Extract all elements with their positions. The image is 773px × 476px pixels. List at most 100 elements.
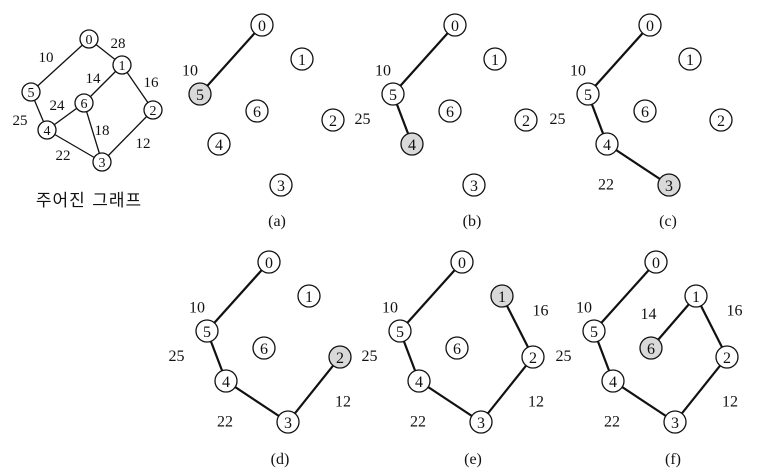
tree-edge-3-2 (480, 356, 534, 423)
node-2 (521, 345, 545, 369)
given-node-label-2: 2 (150, 104, 157, 119)
node-label-5: 5 (590, 324, 598, 341)
node-1 (684, 284, 708, 308)
edge-weight-4-3: 22 (217, 414, 233, 431)
tree-edge-0-5 (587, 24, 651, 95)
node-label-5: 5 (396, 324, 404, 341)
edge-weight-5-4: 25 (355, 111, 371, 128)
given-node-5 (21, 82, 41, 102)
edge-weight-4-3: 22 (410, 414, 426, 431)
tree-edge-4-3 (225, 380, 289, 423)
node-3 (469, 410, 493, 434)
edge-weight-4-3: 22 (604, 414, 620, 431)
tree-edge-0-5 (392, 24, 456, 95)
node-label-0: 0 (451, 18, 459, 35)
edge-weight-2-1: 16 (533, 303, 549, 320)
node-6 (245, 99, 269, 123)
node-4 (595, 132, 619, 156)
edge-weight-3-2: 12 (528, 394, 544, 411)
selected-node-3 (657, 173, 681, 197)
node-4 (407, 369, 431, 393)
node-label-1: 1 (298, 52, 306, 69)
node-5 (195, 319, 219, 343)
given-edge-weight-5-4: 25 (13, 113, 28, 129)
node-label-6: 6 (647, 341, 655, 358)
edge-weight-0-5: 10 (189, 300, 205, 317)
node-0 (443, 13, 467, 37)
edge-weight-5-4: 25 (550, 111, 566, 128)
given-edge-2-3 (101, 109, 154, 163)
given-edge-weight-0-5: 10 (39, 50, 54, 66)
edge-weight-0-5: 10 (182, 63, 198, 80)
edge-weight-5-4: 25 (556, 348, 572, 365)
node-6 (445, 336, 469, 360)
node-label-1: 1 (686, 52, 694, 69)
node-label-1: 1 (692, 289, 700, 306)
node-label-2: 2 (329, 113, 337, 130)
given-edge-weight-6-3: 18 (95, 123, 110, 139)
node-0 (450, 250, 474, 274)
given-node-6 (74, 93, 94, 113)
selected-node-2 (328, 345, 352, 369)
node-5 (576, 82, 600, 106)
step-caption: (f) (665, 451, 681, 468)
tree-edge-4-3 (418, 380, 482, 423)
node-label-1: 1 (305, 289, 313, 306)
tree-edge-3-2 (287, 356, 341, 423)
node-label-5: 5 (584, 87, 592, 104)
node-0 (644, 250, 668, 274)
node-4 (214, 369, 238, 393)
node-label-5: 5 (196, 87, 204, 104)
node-label-6: 6 (260, 341, 268, 358)
step-caption: (e) (464, 451, 482, 468)
node-5 (388, 319, 412, 343)
node-0 (250, 13, 274, 37)
selected-node-4 (400, 132, 424, 156)
node-5 (381, 82, 405, 106)
tree-edge-0-5 (399, 261, 463, 332)
node-label-4: 4 (415, 374, 423, 391)
given-edge-weight-4-3: 22 (56, 148, 71, 164)
node-2 (321, 108, 345, 132)
edge-weight-3-2: 12 (722, 394, 738, 411)
edge-weight-1-6: 14 (641, 306, 657, 323)
node-6 (633, 99, 657, 123)
step-caption: (b) (463, 213, 482, 230)
node-label-4: 4 (222, 374, 230, 391)
node-1 (678, 47, 702, 71)
edge-weight-5-4: 25 (362, 348, 378, 365)
node-5 (582, 319, 606, 343)
node-4 (601, 369, 625, 393)
selected-node-1 (490, 284, 514, 308)
node-label-6: 6 (253, 104, 261, 121)
given-edge-weight-1-2: 16 (144, 75, 160, 91)
edge-weight-5-4: 25 (169, 348, 185, 365)
node-label-2: 2 (336, 350, 344, 367)
node-label-5: 5 (389, 87, 397, 104)
edge-weight-0-5: 10 (570, 63, 586, 80)
edge-weight-0-5: 10 (382, 300, 398, 317)
node-label-6: 6 (446, 104, 454, 121)
node-label-0: 0 (265, 255, 273, 272)
given-node-label-3: 3 (99, 156, 106, 171)
node-6 (438, 99, 462, 123)
given-edge-weight-1-6: 14 (86, 71, 102, 87)
given-edge-weight-6-4: 24 (50, 98, 66, 114)
node-0 (638, 13, 662, 37)
given-node-0 (79, 29, 99, 49)
given-edge-4-3 (46, 129, 103, 163)
given-node-2 (143, 100, 163, 120)
tree-edge-0-5 (206, 261, 270, 332)
edge-weight-2-1: 16 (727, 303, 743, 320)
given-edge-weight-2-3: 12 (136, 136, 151, 152)
node-4 (207, 132, 231, 156)
tree-edge-3-2 (674, 356, 728, 423)
node-label-4: 4 (408, 137, 416, 154)
node-label-0: 0 (258, 18, 266, 35)
node-3 (276, 410, 300, 434)
node-1 (483, 47, 507, 71)
